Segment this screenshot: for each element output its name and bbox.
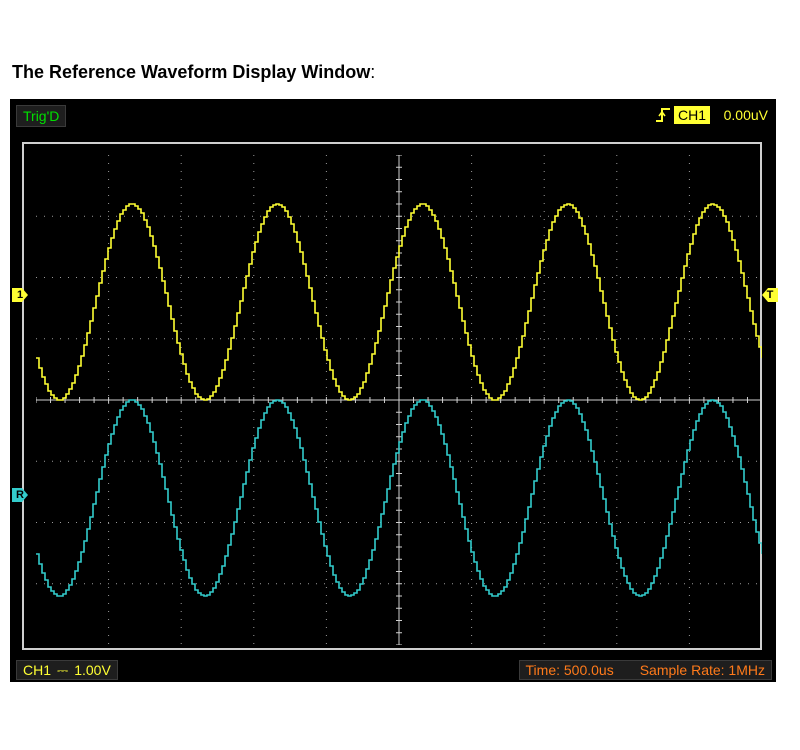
trigger-marker-label: T xyxy=(766,289,774,301)
reference-waveform xyxy=(36,399,762,597)
dc-coupling-icon: ⎓ xyxy=(57,662,69,678)
ref-marker-shape xyxy=(12,488,28,502)
graticule-grid xyxy=(36,155,762,645)
ref-marker-label: R xyxy=(16,489,24,501)
trigger-channel-badge[interactable]: CH1 xyxy=(674,106,711,124)
trigger-marker-shape xyxy=(762,288,778,302)
ch1-level-marker[interactable]: 1 xyxy=(12,288,28,302)
sample-rate-value: Sample Rate: 1MHz xyxy=(639,662,765,678)
channel-label: CH1 xyxy=(23,662,52,678)
heading-suffix: : xyxy=(370,62,376,82)
trigger-level-readout: 0.00uV xyxy=(723,107,768,123)
ref-level-marker[interactable]: R xyxy=(12,488,28,502)
timebase-readout[interactable]: Time: 500.0us Sample Rate: 1MHz xyxy=(518,660,772,680)
scope-top-bar: Trig'D CH1 0.00uV xyxy=(10,99,776,129)
waveform-screen[interactable] xyxy=(36,155,762,645)
oscilloscope-window: Trig'D CH1 0.00uV 1 R xyxy=(10,99,778,682)
screen-frame xyxy=(22,142,762,650)
trigger-level-marker[interactable]: T xyxy=(762,288,778,302)
heading-title: The Reference Waveform Display Window xyxy=(12,62,371,82)
rising-edge-icon xyxy=(656,108,670,122)
timebase-value: Time: 500.0us xyxy=(525,662,614,678)
scope-bottom-bar: CH1 ⎓ 1.00V Time: 500.0us Sample Rate: 1MHz xyxy=(10,656,776,682)
page-heading: The Reference Waveform Display Window: xyxy=(12,62,375,83)
ch1-waveform xyxy=(36,203,762,401)
channel-scale-readout[interactable]: CH1 ⎓ 1.00V xyxy=(16,660,118,680)
trigger-status-badge: Trig'D xyxy=(16,105,67,127)
ch1-marker-label: 1 xyxy=(16,289,24,301)
volts-per-div: 1.00V xyxy=(74,662,111,678)
ch1-marker-shape xyxy=(12,288,28,302)
